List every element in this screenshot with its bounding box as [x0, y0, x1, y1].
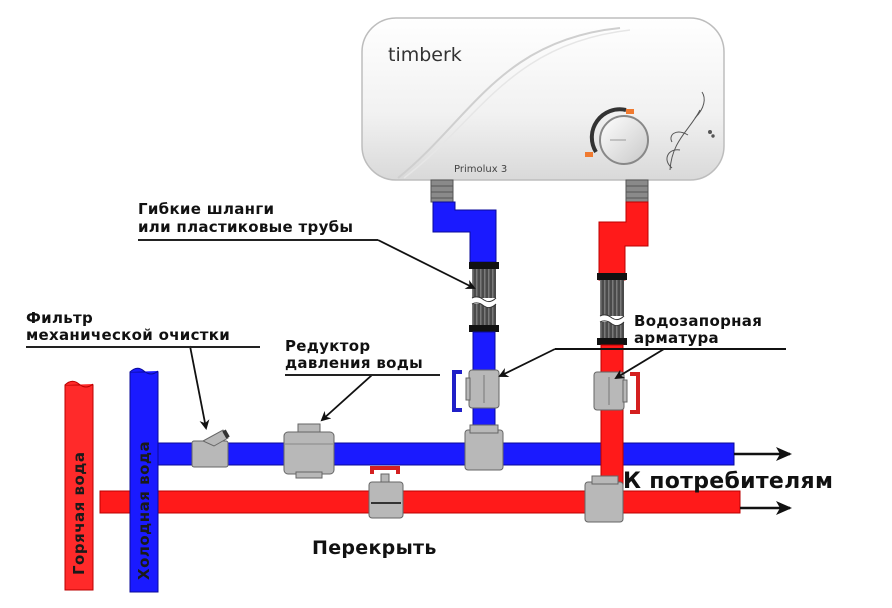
hose-clamp [469, 262, 499, 269]
reducer-label-line2: давления воды [285, 354, 423, 372]
shutoff-leader-hot [614, 348, 665, 380]
mechanical-filter [191, 429, 230, 468]
flex-hoses-label-line1: Гибкие шланги [138, 200, 275, 218]
shut-off-label: Перекрыть [312, 537, 437, 559]
heater-inlet-fitting [430, 179, 454, 203]
hot-main-pipe [99, 490, 741, 514]
bypass-valve-handle[interactable] [370, 466, 400, 474]
cold-main-pipe [149, 442, 735, 466]
hose-clamp [597, 338, 627, 345]
heater-model-name: Primolux 3 [454, 164, 508, 175]
hot-flex-hose-upper [600, 280, 624, 316]
cold-valve-handle[interactable] [452, 370, 462, 412]
hot-shutoff-valve[interactable] [593, 371, 640, 414]
knob-min-indicator [585, 152, 593, 157]
hot-riser-pipe [600, 344, 624, 496]
cold-shutoff-valve[interactable] [452, 369, 500, 412]
filter-label-line2: механической очистки [26, 326, 231, 344]
to-consumers-label: К потребителям [623, 469, 834, 494]
filter-label-line1: Фильтр [26, 309, 94, 327]
hot-valve-handle[interactable] [630, 372, 640, 414]
cold-water-riser [129, 367, 159, 593]
shutoff-label-line2: арматура [634, 329, 719, 347]
filter-underline [26, 346, 260, 348]
heater-body [361, 17, 725, 181]
knob-scale [589, 107, 627, 154]
hot-water-label: Горячая вода [70, 451, 88, 575]
water-heater [361, 17, 725, 203]
flex-hoses-label-line2: или пластиковые трубы [138, 218, 354, 236]
filter-leader [189, 345, 210, 430]
floral-decoration [666, 91, 715, 171]
hot-tee-fitting [584, 481, 624, 523]
heater-swoosh [397, 27, 621, 179]
shutoff-label-line1: Водозапорная [634, 312, 763, 330]
heater-outlet-fitting [625, 179, 649, 203]
cold-tee-fitting [464, 429, 504, 471]
reducer-underline [285, 374, 440, 376]
pressure-reducer [283, 423, 335, 479]
heater-brand-logo: timberk [388, 44, 462, 66]
flex-hoses-leader [377, 239, 476, 289]
reducer-leader [320, 374, 373, 422]
hot-water-riser [64, 380, 94, 591]
flex-hoses-underline [138, 239, 378, 241]
reducer-label-line1: Редуктор [285, 337, 371, 355]
knob-max-indicator [626, 109, 634, 114]
hot-hose-elbow [598, 201, 649, 281]
hose-clamp [597, 273, 627, 280]
cold-water-label: Холодная вода [135, 440, 153, 580]
hose-clamp [469, 325, 499, 332]
shutoff-leader-cold [498, 348, 556, 377]
cold-hose-elbow [432, 201, 497, 263]
bypass-shutoff-valve[interactable] [368, 466, 404, 519]
